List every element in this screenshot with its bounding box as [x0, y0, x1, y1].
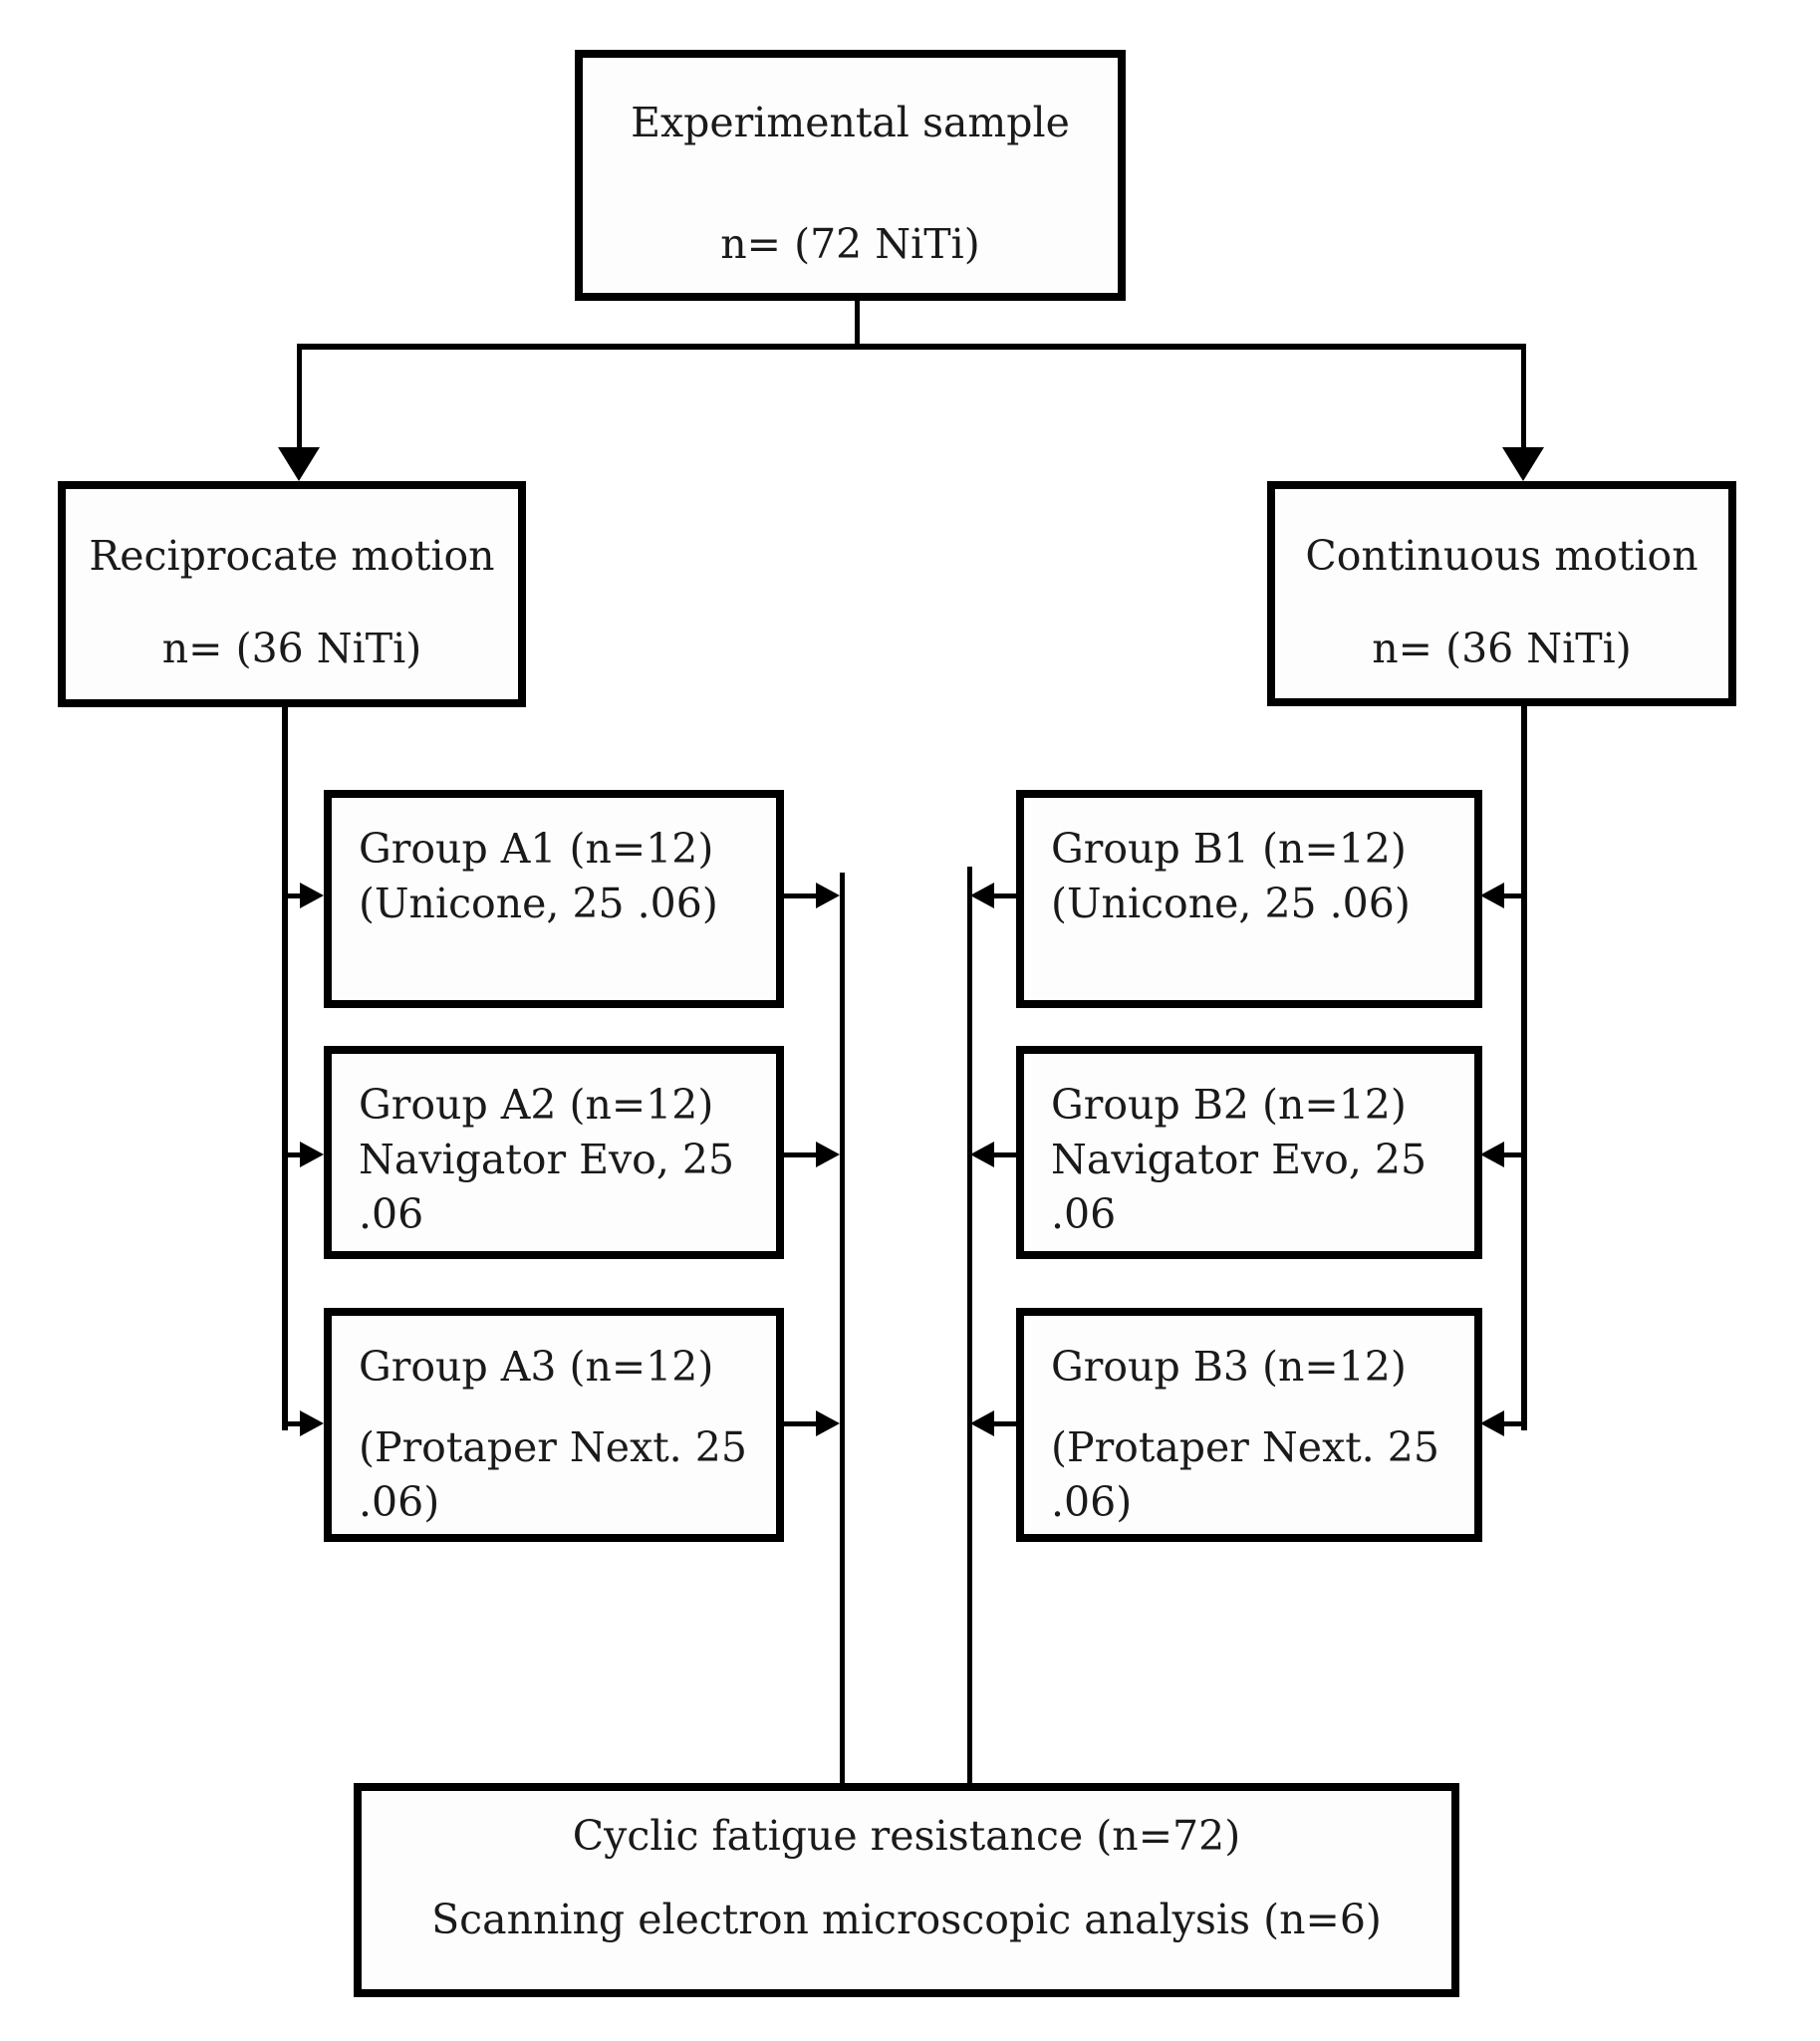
node-reciprocate-motion: Reciprocate motion n= (36 NiTi) [58, 481, 526, 707]
connector-drop-continuous [1521, 344, 1526, 453]
node-group-b3-line2: (Protaper Next. 25 [1051, 1423, 1439, 1471]
connector-stub-in-b1 [1502, 893, 1524, 898]
arrowhead-in-b1 [1480, 883, 1504, 908]
arrowhead-out-a3 [816, 1410, 840, 1436]
node-outcome: Cyclic fatigue resistance (n=72) Scannin… [354, 1783, 1459, 1997]
arrowhead-out-b2 [970, 1142, 994, 1167]
node-group-b2-line1: Group B2 (n=12) [1051, 1081, 1407, 1129]
node-group-b2-line2: Navigator Evo, 25 [1051, 1136, 1428, 1183]
node-experimental-sample-line1: Experimental sample [631, 99, 1070, 146]
node-experimental-sample: Experimental sample n= (72 NiTi) [575, 50, 1126, 301]
connector-collector-right [967, 867, 972, 1785]
connector-stub-out-a3 [782, 1421, 822, 1426]
connector-stub-out-a2 [782, 1152, 822, 1157]
connector-stub-in-a2 [286, 1152, 304, 1157]
node-group-a2-line3: .06 [359, 1190, 424, 1238]
arrowhead-in-b2 [1480, 1142, 1504, 1167]
node-reciprocate-line1: Reciprocate motion [89, 532, 495, 580]
connector-stub-in-a1 [286, 893, 304, 898]
node-group-a3: Group A3 (n=12) (Protaper Next. 25 .06) [324, 1308, 784, 1542]
node-group-b1: Group B1 (n=12) (Unicone, 25 .06) [1016, 790, 1482, 1008]
node-group-a1-line2: (Unicone, 25 .06) [359, 880, 718, 927]
connector-stub-out-b2 [992, 1152, 1018, 1157]
node-outcome-line1: Cyclic fatigue resistance (n=72) [572, 1812, 1241, 1860]
node-group-b2-line3: .06 [1051, 1190, 1117, 1238]
node-reciprocate-line2: n= (36 NiTi) [161, 625, 422, 672]
arrowhead-in-a3 [300, 1410, 324, 1436]
connector-trunk-right [1521, 701, 1527, 1430]
node-continuous-motion: Continuous motion n= (36 NiTi) [1267, 481, 1736, 706]
connector-drop-reciprocate [297, 344, 302, 453]
connector-trunk-left [282, 702, 288, 1430]
node-group-a3-line3: .06) [359, 1478, 440, 1526]
connector-branch-horizontal [297, 344, 1526, 350]
connector-collector-left [840, 873, 845, 1785]
node-group-b1-line1: Group B1 (n=12) [1051, 825, 1407, 873]
connector-root-stem [855, 297, 860, 347]
node-continuous-line2: n= (36 NiTi) [1372, 625, 1632, 672]
node-group-a3-line2: (Protaper Next. 25 [359, 1423, 747, 1471]
connector-stub-in-b3 [1502, 1421, 1524, 1426]
node-continuous-line1: Continuous motion [1305, 532, 1698, 580]
connector-stub-out-b3 [992, 1421, 1018, 1426]
arrowhead-out-b3 [970, 1410, 994, 1436]
arrowhead-down-continuous [1502, 447, 1544, 481]
connector-stub-in-a3 [286, 1421, 304, 1426]
arrowhead-in-a1 [300, 883, 324, 908]
node-group-b1-line2: (Unicone, 25 .06) [1051, 880, 1411, 927]
node-group-a2: Group A2 (n=12) Navigator Evo, 25 .06 [324, 1046, 784, 1259]
node-group-a1: Group A1 (n=12) (Unicone, 25 .06) [324, 790, 784, 1008]
node-group-a2-line2: Navigator Evo, 25 [359, 1136, 735, 1183]
node-group-a1-line1: Group A1 (n=12) [359, 825, 714, 873]
node-group-b3: Group B3 (n=12) (Protaper Next. 25 .06) [1016, 1308, 1482, 1542]
arrowhead-down-reciprocate [278, 447, 320, 481]
arrowhead-in-b3 [1480, 1410, 1504, 1436]
node-group-b3-line3: .06) [1051, 1478, 1133, 1526]
node-group-b3-line1: Group B3 (n=12) [1051, 1343, 1407, 1391]
connector-stub-in-b2 [1502, 1152, 1524, 1157]
arrowhead-out-b1 [970, 883, 994, 908]
node-group-a2-line1: Group A2 (n=12) [359, 1081, 714, 1129]
node-group-b2: Group B2 (n=12) Navigator Evo, 25 .06 [1016, 1046, 1482, 1259]
arrowhead-out-a2 [816, 1142, 840, 1167]
node-experimental-sample-line2: n= (72 NiTi) [720, 220, 980, 268]
connector-stub-out-b1 [992, 893, 1018, 898]
arrowhead-out-a1 [816, 883, 840, 908]
node-outcome-line2: Scanning electron microscopic analysis (… [431, 1896, 1382, 1943]
connector-stub-out-a1 [782, 893, 822, 898]
node-group-a3-line1: Group A3 (n=12) [359, 1343, 714, 1391]
arrowhead-in-a2 [300, 1142, 324, 1167]
